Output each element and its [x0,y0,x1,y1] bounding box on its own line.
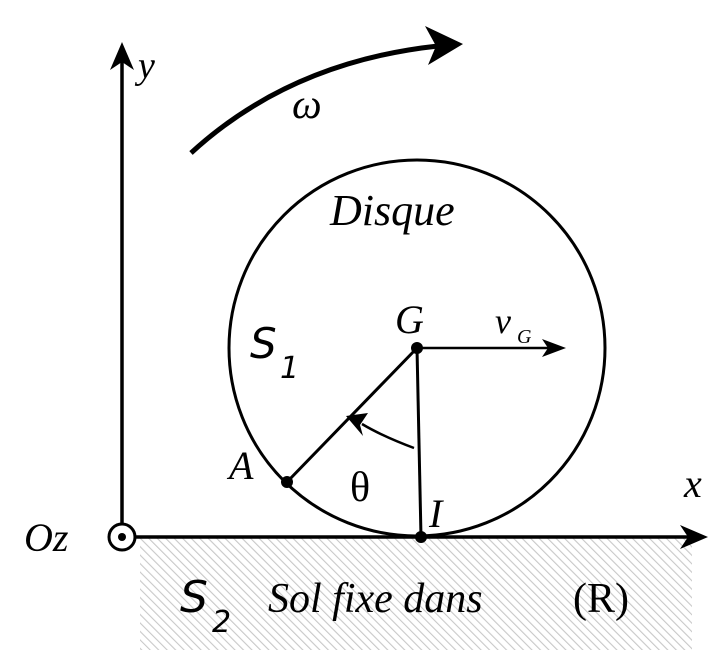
theta-arrowhead [346,413,368,436]
omega-arrow [189,43,439,155]
solid-1-index: 1 [280,351,299,386]
ground-description: Sol fixe dans [268,576,483,622]
ground-hatch [140,538,692,650]
x-axis-arrowhead [680,525,708,549]
theta-label: θ [350,465,370,511]
origin-z-dot [118,533,126,541]
y-axis-arrowhead [110,42,134,70]
y-axis-label: y [134,45,155,87]
solid-2-letter: S [180,572,208,623]
velocity-label: v [495,301,511,341]
omega-label: ω [292,82,322,128]
solid-1-letter: S [250,319,277,368]
point-i [415,531,427,543]
solid-2-index: 2 [212,605,231,640]
ground-frame: (R) [573,576,629,622]
point-a [281,476,293,488]
center-g-label: G [395,297,424,342]
velocity-subscript: G [517,326,532,348]
disk-title: Disque [329,186,455,235]
theta-arc [361,422,415,450]
omega-arrowhead [425,26,463,65]
point-i-label: I [428,491,444,536]
point-g [411,342,423,354]
point-a-label: A [226,443,254,488]
velocity-arrowhead [542,339,566,357]
origin-label: Oz [24,515,69,560]
radius-gi [415,347,423,538]
x-axis-label: x [683,461,702,506]
radius-ga [285,346,419,484]
